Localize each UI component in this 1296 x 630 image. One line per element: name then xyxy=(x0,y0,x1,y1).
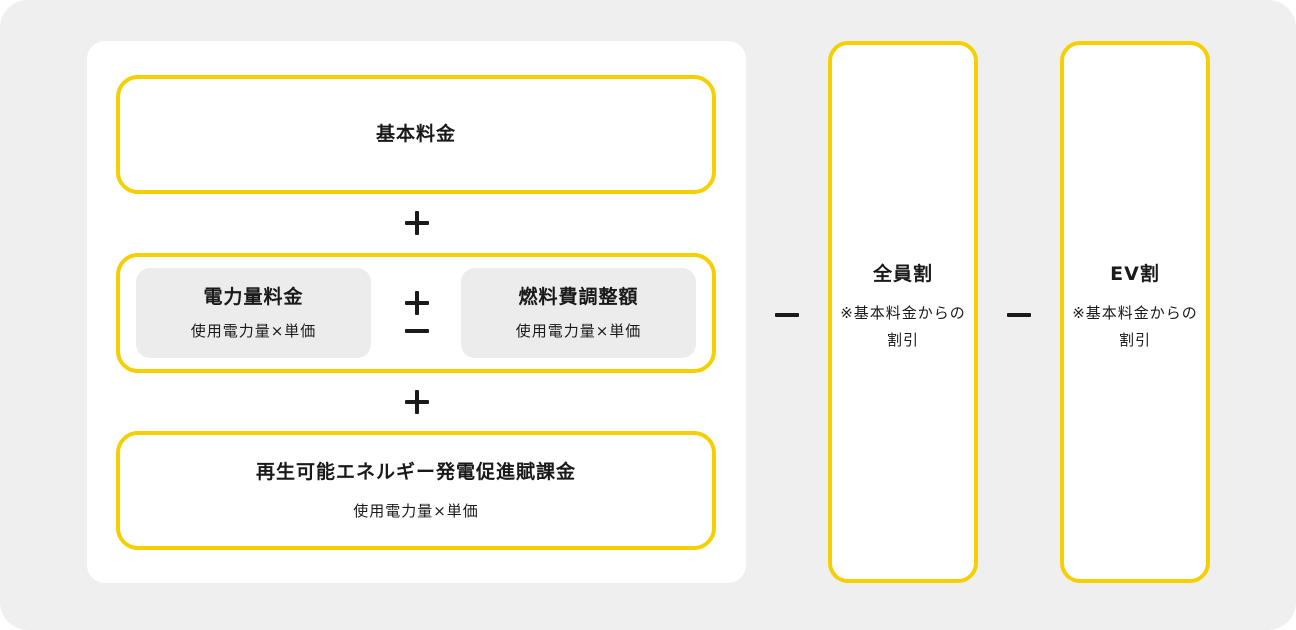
energy-charge-box: 電力量料金 使用電力量×単価 xyxy=(136,268,371,358)
ev-discount-box: EV割 ※基本料金からの割引 xyxy=(1060,41,1210,583)
all-member-discount-note: ※基本料金からの割引 xyxy=(840,303,966,349)
all-member-discount-box: 全員割 ※基本料金からの割引 xyxy=(828,41,978,583)
renewable-surcharge-formula: 使用電力量×単価 xyxy=(353,501,479,520)
fuel-adjustment-formula: 使用電力量×単価 xyxy=(515,322,642,341)
fuel-adjustment-box: 燃料費調整額 使用電力量×単価 xyxy=(461,268,696,358)
base-charge-box: 基本料金 xyxy=(116,75,716,194)
renewable-surcharge-title: 再生可能エネルギー発電促進賦課金 xyxy=(255,461,576,484)
ev-discount-title: EV割 xyxy=(1110,263,1160,285)
ev-discount-note: ※基本料金からの割引 xyxy=(1072,303,1198,349)
energy-charge-formula: 使用電力量×単価 xyxy=(190,322,317,341)
minus-operator xyxy=(1007,313,1031,317)
renewable-surcharge-box: 再生可能エネルギー発電促進賦課金 使用電力量×単価 xyxy=(116,431,716,550)
minus-operator xyxy=(775,313,799,317)
fuel-adjustment-title: 燃料費調整額 xyxy=(518,285,639,308)
energy-charge-title: 電力量料金 xyxy=(203,285,304,308)
all-member-discount-title: 全員割 xyxy=(872,263,933,285)
base-charge-title: 基本料金 xyxy=(375,123,456,146)
